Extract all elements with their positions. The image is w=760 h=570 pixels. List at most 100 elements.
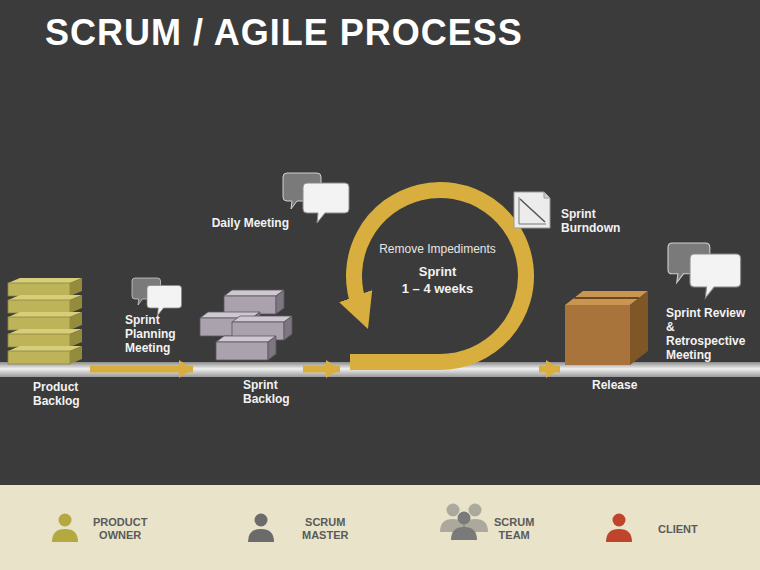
drawing-part (451, 527, 477, 540)
legend-text-holder: PRODUCT OWNER (93, 516, 147, 542)
role-icon (52, 514, 78, 543)
burndown-chart-icon (514, 192, 550, 228)
drawing-part (613, 514, 626, 527)
drawing-part (59, 514, 72, 527)
drawing-part (52, 514, 78, 543)
legend-label: PRODUCT OWNER (93, 516, 147, 542)
sprint-backlog-bricks (200, 290, 292, 360)
drawing-part (224, 296, 276, 314)
legend-label: CLIENT (658, 523, 698, 536)
drawing-part (303, 183, 349, 223)
process-node: Sprint Backlog (193, 286, 303, 410)
node-label: Sprint (340, 264, 535, 280)
drawing-part (606, 529, 632, 542)
drawing-part (8, 312, 82, 317)
process-node: Release (560, 286, 655, 406)
drawing-part (630, 291, 648, 365)
label-holder: Sprint Burndown (561, 207, 620, 235)
drawing-part (70, 295, 82, 313)
legend-text-holder: SCRUM MASTER (302, 516, 348, 542)
role-icon (248, 514, 274, 543)
meeting-label: Sprint Review & Retrospective Meeting (666, 306, 754, 362)
backlog-stack (8, 278, 82, 364)
process-node: Product Backlog (5, 268, 90, 413)
drawing-part (224, 290, 284, 296)
drawing-part (8, 334, 70, 347)
role-icon (606, 514, 632, 543)
drawing-part (70, 278, 82, 296)
drawing-part (284, 316, 292, 340)
meeting-label: Sprint Planning Meeting (125, 313, 176, 355)
title-holder: SCRUM / AGILE PROCESS (45, 12, 523, 54)
legend-band (0, 485, 760, 570)
drawing-part (574, 297, 639, 299)
drawing-part (216, 336, 276, 342)
drawing-part (606, 514, 632, 543)
drawing-part (668, 243, 741, 298)
drawing-part (8, 283, 70, 296)
drawing-part (8, 278, 82, 283)
legend-label: SCRUM MASTER (302, 516, 348, 542)
drawing-part (690, 254, 741, 298)
drawing-part (283, 173, 349, 223)
drawing-part (255, 514, 268, 527)
node-label: 1 – 4 weeks (340, 281, 535, 297)
node-text-holder: Product Backlog (33, 380, 80, 408)
legend-label: SCRUM TEAM (494, 516, 534, 542)
label-holder: Daily Meeting (212, 216, 289, 230)
flow-arrow (90, 366, 193, 373)
node-label: Sprint Backlog (243, 378, 290, 406)
drawing-part (276, 290, 284, 314)
drawing-part (248, 529, 274, 542)
drawing-part (520, 199, 545, 222)
node-label: Release (592, 378, 637, 392)
speech-bubbles (132, 173, 741, 316)
node-text-holder: Sprint (340, 264, 535, 280)
legend-text-holder: CLIENT (658, 523, 698, 536)
drawing-part (565, 305, 630, 365)
drawing-part (519, 224, 546, 225)
node-text-holder: Sprint Backlog (243, 378, 290, 406)
drawing-part (451, 512, 477, 541)
release-box (565, 291, 648, 365)
drawing-part (519, 197, 520, 224)
drawing-part (70, 312, 82, 330)
drawing-part (8, 346, 82, 351)
drawing-part (8, 351, 70, 364)
drawing-part (458, 512, 471, 525)
diagram-title: SCRUM / AGILE PROCESS (45, 12, 523, 54)
drawing-part (70, 346, 82, 364)
node-label: Remove Impediments (340, 242, 535, 256)
drawing-part (451, 512, 477, 541)
label-holder: Sprint Review & Retrospective Meeting (666, 306, 754, 362)
drawing-part (514, 192, 550, 228)
drawing-part (70, 329, 82, 347)
node-text-holder: Release (592, 378, 637, 392)
drawing-part (52, 529, 78, 542)
drawing-part (8, 317, 70, 330)
flow-arrow (303, 366, 340, 373)
label-holder: Sprint Planning Meeting (125, 313, 176, 355)
drawing-part (469, 504, 482, 517)
meeting-label: Daily Meeting (212, 216, 289, 230)
flow-arrow (539, 366, 560, 373)
drawing-part (268, 336, 276, 360)
drawing-part (8, 300, 70, 313)
node-text-holder: Remove Impediments (340, 242, 535, 256)
drawing-part (447, 504, 460, 517)
drawing-part (216, 342, 268, 360)
node-label: Product Backlog (33, 380, 80, 408)
drawing-part (232, 316, 292, 322)
legend-text-holder: SCRUM TEAM (494, 516, 534, 542)
drawing-part (8, 329, 82, 334)
node-text-holder: 1 – 4 weeks (340, 281, 535, 297)
meeting-label: Sprint Burndown (561, 207, 620, 235)
drawing-part (8, 295, 82, 300)
drawing-part (132, 278, 182, 316)
drawing-part (248, 514, 274, 543)
role-icon (440, 504, 488, 541)
